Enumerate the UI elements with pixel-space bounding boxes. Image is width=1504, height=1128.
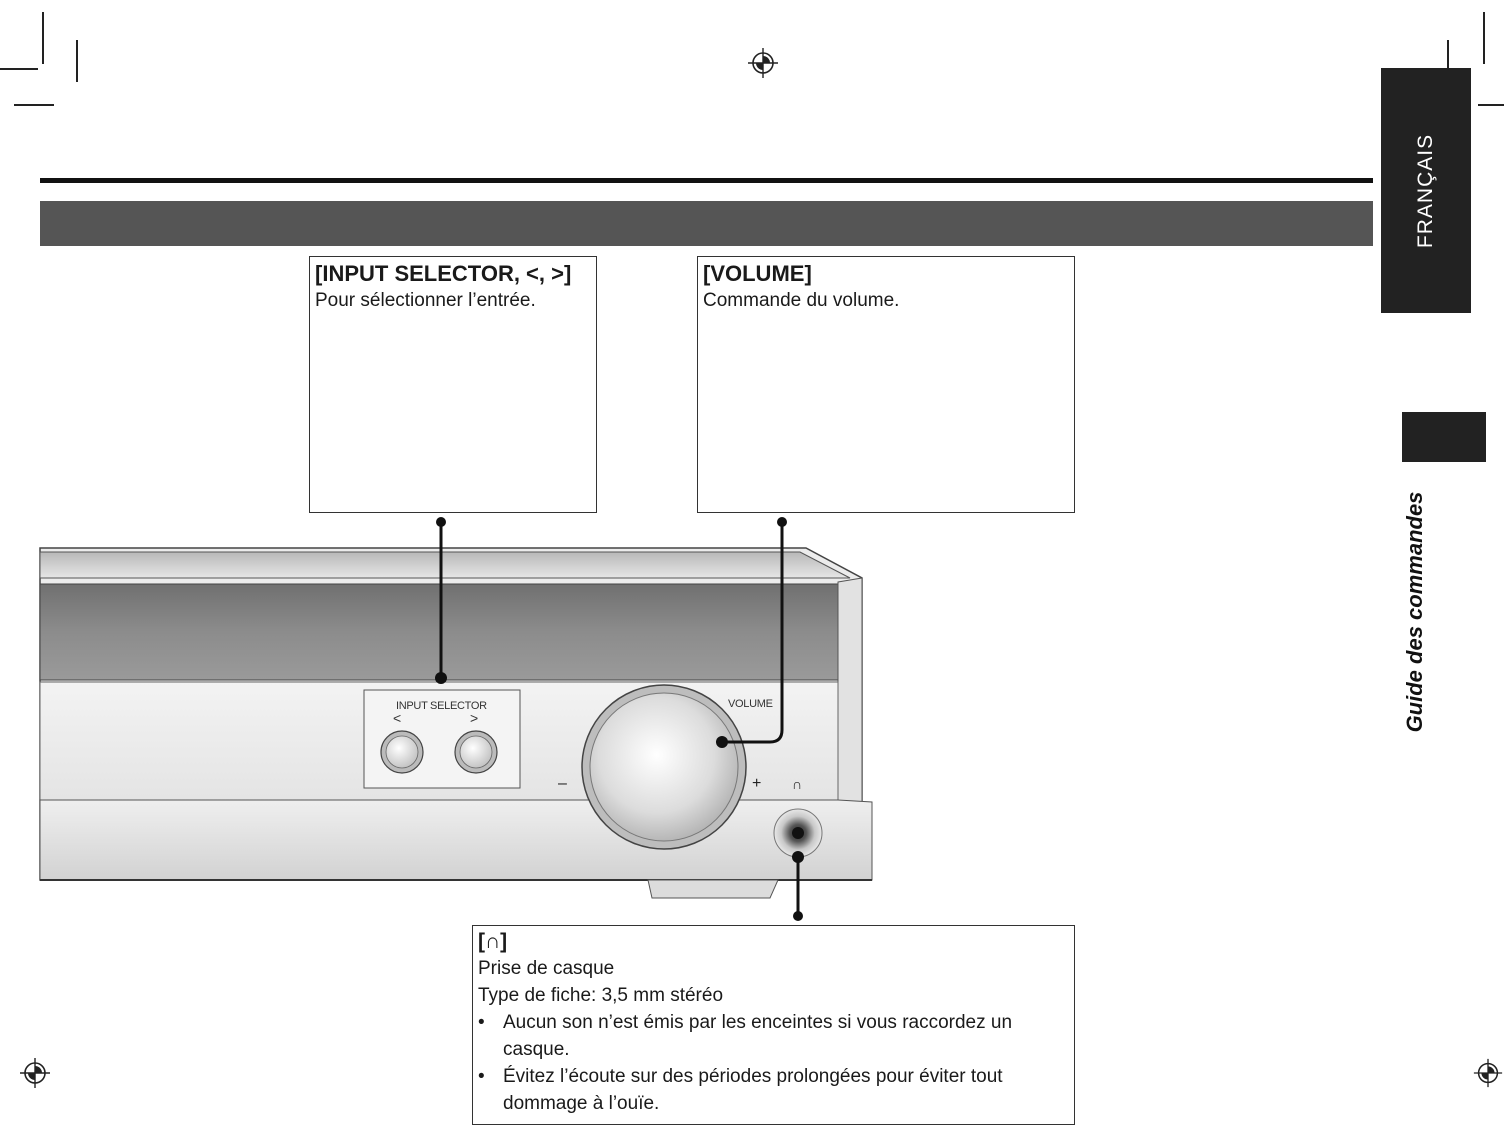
bullet-icon: • bbox=[478, 1012, 485, 1033]
headphones-bullet: • Aucun son n’est émis par les enceintes… bbox=[478, 1009, 1069, 1063]
headphones-line: Type de fiche: 3,5 mm stéréo bbox=[478, 985, 724, 1006]
crop-mark bbox=[0, 68, 38, 70]
headphones-line: Prise de casque bbox=[478, 958, 615, 979]
right-arrow-label: > bbox=[470, 710, 478, 726]
registration-mark bbox=[1473, 1058, 1503, 1088]
crop-mark bbox=[1447, 40, 1449, 82]
crop-mark bbox=[42, 12, 44, 64]
volume-plus-label: + bbox=[752, 775, 762, 792]
crop-mark bbox=[1483, 12, 1485, 64]
header-rule bbox=[40, 178, 1373, 183]
headphones-title: [∩] bbox=[478, 930, 508, 953]
input-selector-callout: [INPUT SELECTOR, <, >] Pour sélectionner… bbox=[309, 256, 597, 513]
section-tab-marker bbox=[1402, 412, 1486, 462]
registration-mark bbox=[748, 48, 778, 78]
volume-description: Commande du volume. bbox=[703, 290, 900, 311]
headphones-bullet: • Évitez l’écoute sur des périodes prolo… bbox=[478, 1063, 1069, 1117]
input-selector-face-label: INPUT SELECTOR bbox=[396, 700, 487, 712]
section-header-bar bbox=[40, 201, 1373, 246]
bullet-icon: • bbox=[478, 1066, 485, 1087]
registration-mark bbox=[20, 1058, 50, 1088]
left-arrow-label: < bbox=[393, 710, 401, 726]
headphone-face-symbol: ∩ bbox=[792, 776, 803, 792]
bullet-text: Aucun son n’est émis par les enceintes s… bbox=[503, 1012, 1013, 1060]
input-selector-title: [INPUT SELECTOR, <, >] bbox=[315, 261, 572, 286]
volume-minus-label: – bbox=[558, 775, 567, 792]
volume-callout: [VOLUME] Commande du volume. bbox=[697, 256, 1075, 513]
headphones-callout: [∩] Prise de casque Type de fiche: 3,5 m… bbox=[472, 925, 1075, 1125]
language-tab: FRANÇAIS bbox=[1381, 68, 1471, 313]
volume-face-label: VOLUME bbox=[728, 698, 773, 710]
volume-title: [VOLUME] bbox=[703, 261, 812, 286]
crop-mark bbox=[76, 40, 78, 82]
crop-mark bbox=[14, 104, 54, 106]
input-selector-description: Pour sélectionner l’entrée. bbox=[315, 290, 536, 311]
crop-mark bbox=[1478, 104, 1504, 106]
bullet-text: Évitez l’écoute sur des périodes prolong… bbox=[503, 1066, 1003, 1114]
